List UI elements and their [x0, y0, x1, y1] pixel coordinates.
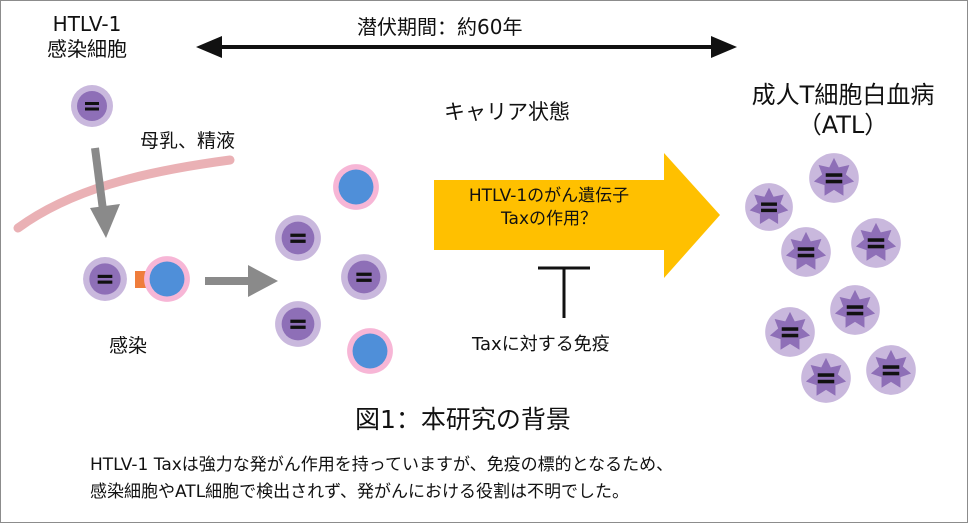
atl-cell — [809, 153, 859, 203]
mucosa-band — [13, 155, 235, 233]
atl-title-line2: （ATL） — [797, 111, 889, 139]
infected-cell-contact — [83, 257, 127, 301]
atl-cell — [851, 218, 901, 268]
inhibition-symbol — [538, 266, 590, 318]
caption-line2: 感染細胞やATL細胞で検出されず、発がんにおける役割は不明でした。 — [90, 482, 629, 502]
latency-label: 潜伏期間：約60年 — [357, 15, 523, 39]
spread-arrow — [205, 265, 278, 297]
immunity-label: Taxに対する免疫 — [472, 334, 610, 355]
target-t-cell — [144, 256, 190, 302]
oncogene-arrow-text: HTLV-1のがん遺伝子 Taxの作用？ — [434, 185, 664, 231]
transmission-label: 母乳、精液 — [140, 130, 236, 152]
atl-title-line1: 成人T細胞白血病 — [751, 81, 935, 109]
infected-cell — [275, 301, 321, 347]
tax-oncogene-arrow — [434, 153, 720, 278]
infected-cell-title-line1: HTLV-1 — [52, 12, 122, 36]
atl-cell — [765, 307, 815, 357]
oncogene-arrow-text-line2: Taxの作用？ — [500, 209, 598, 229]
atl-cell — [866, 345, 916, 395]
atl-cell — [830, 285, 880, 335]
uninfected-cell — [347, 328, 393, 374]
uninfected-cell — [333, 164, 379, 210]
carrier-state-label: キャリア状態 — [444, 100, 570, 124]
atl-cell — [745, 183, 793, 231]
atl-title: 成人T細胞白血病 （ATL） — [722, 80, 964, 140]
oncogene-arrow-text-line1: HTLV-1のがん遺伝子 — [468, 186, 630, 206]
infection-label: 感染 — [109, 335, 148, 357]
transmission-arrow — [90, 147, 120, 238]
infected-cell-title: HTLV-1 感染細胞 — [47, 12, 127, 62]
atl-cell — [801, 353, 851, 403]
atl-cell — [781, 227, 831, 277]
infected-cell — [71, 85, 113, 127]
infected-cell — [341, 254, 387, 300]
caption: HTLV-1 Taxは強力な発がん作用を持っていますが、免疫の標的となるため、 … — [90, 452, 673, 506]
latency-double-arrow — [196, 36, 737, 58]
infected-cell-title-line2: 感染細胞 — [47, 37, 127, 61]
infected-cell — [275, 215, 321, 261]
figure-title: 図1：本研究の背景 — [355, 405, 571, 434]
virological-synapse — [135, 271, 147, 288]
caption-line1: HTLV-1 Taxは強力な発がん作用を持っていますが、免疫の標的となるため、 — [90, 455, 674, 475]
